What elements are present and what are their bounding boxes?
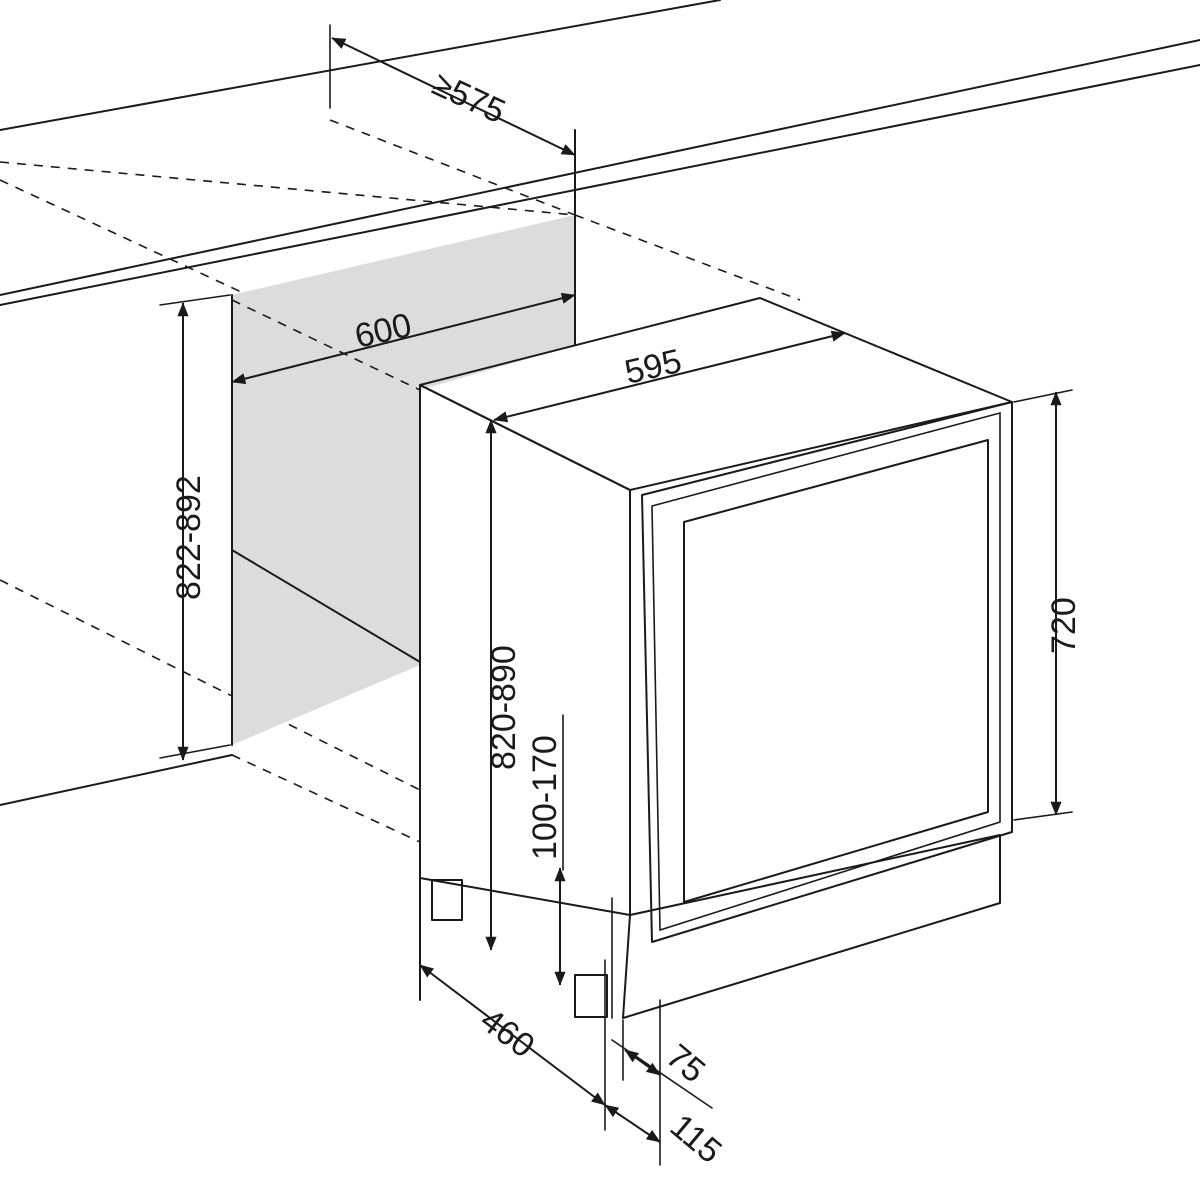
dim-depth-min: ≥575	[329, 24, 576, 156]
cabinet-base	[0, 579, 421, 843]
dim-unit-width-label: 595	[621, 342, 685, 392]
front-leg	[574, 974, 608, 1018]
dim-niche-height-label: 822-892	[170, 475, 208, 600]
dim-niche-height: 822-892	[159, 294, 231, 761]
wine-cooler-unit	[419, 297, 1013, 1019]
dim-door-height: 720	[1013, 389, 1083, 821]
dim-unit-depth-label: 460	[473, 1001, 541, 1065]
dim-unit-depth: 460	[419, 959, 606, 1131]
dim-door-height-label: 720	[1045, 597, 1083, 654]
niche-recess	[232, 215, 575, 745]
countertop	[0, 0, 1200, 376]
door-frame	[641, 401, 1013, 943]
dim-plinth-height: 100-170	[526, 714, 566, 986]
dim-unit-height: 820-890	[485, 419, 523, 951]
dim-depth-min-label: ≥575	[427, 65, 511, 131]
dim-door-depth-total-label: 115	[663, 1107, 729, 1171]
rear-leg	[431, 879, 463, 921]
plinth	[622, 834, 1001, 1019]
dim-unit-height-label: 820-890	[485, 645, 523, 770]
dim-door-thickness-label: 75	[659, 1037, 712, 1090]
door-glass	[683, 439, 989, 903]
dim-door-thickness: 75	[611, 1019, 713, 1109]
dim-plinth-height-label: 100-170	[526, 735, 564, 860]
